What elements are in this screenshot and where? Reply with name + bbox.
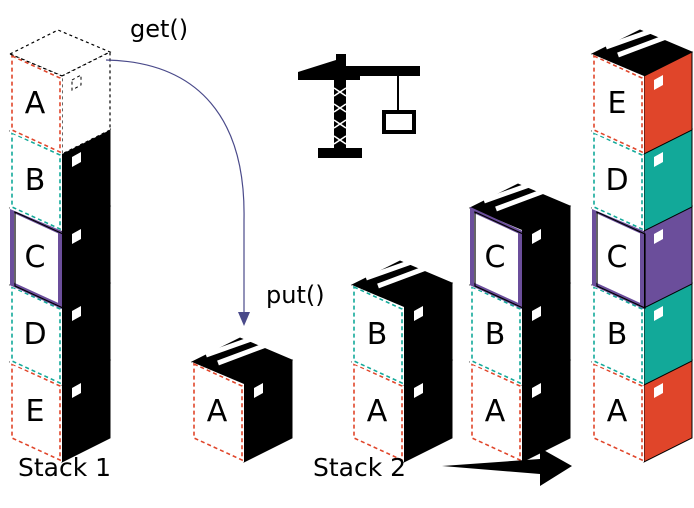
box-letter: C [607,240,628,275]
box-front-border-inner [596,211,646,309]
box-tape [617,34,667,58]
stack-2-label: Stack 2 [313,453,406,482]
box-front-border-inner [474,211,524,309]
box-sticker [532,383,541,398]
box-letter: B [367,317,388,352]
stack-1: E D C B A [8,29,112,463]
box-sticker [72,229,81,244]
box-sticker [532,229,541,244]
box-front-border [593,54,643,154]
box-tape [205,335,255,358]
box-sticker [414,383,423,398]
box-letter: B [25,163,46,198]
box-letter: E [26,394,45,429]
box-front-face [592,131,644,231]
stack-2-final-box-e: E [590,27,694,155]
get-put-arrowhead [238,312,250,326]
crane-icon [298,54,420,158]
box-tape [365,258,415,281]
box-front-face [10,131,62,231]
stack-1-label: Stack 1 [18,453,111,482]
box-letter: A [367,394,388,429]
box-tape [605,27,655,50]
box-front-border [11,285,61,385]
box-front-face [592,208,644,308]
box-letter: D [23,317,46,352]
box-letter: E [608,86,627,121]
box-sticker [72,152,81,167]
box-sticker [72,383,81,398]
stack-2-step-1-box-b: B [350,258,454,386]
box-letter: A [25,86,46,121]
box-front-border [11,362,61,462]
transition-arrow [442,448,572,486]
box-front-face [352,285,404,385]
box-sticker [654,383,663,398]
box-front-border [593,131,643,231]
put-box: A [190,335,294,463]
box-tape [377,265,427,289]
box-tape [483,181,533,204]
box-front-face [352,362,404,462]
box-front-border [353,362,403,462]
box-sticker [654,306,663,321]
box-front-face [10,54,62,154]
box-front-border-inner [14,211,64,309]
box-front-face [10,208,62,308]
box-ghost-edge [9,53,63,77]
box-tape [217,342,267,366]
box-sticker [654,152,663,167]
box-letter: C [485,240,506,275]
box-letter: B [607,317,628,352]
box-front-border [11,54,61,154]
box-front-face [592,285,644,385]
stack-1-box-a: A [8,29,112,155]
box-front-face [10,285,62,385]
stack-2-step-2: A B C [468,181,572,463]
box-sticker [72,306,81,321]
stack-2-final: A B C D E [590,27,694,463]
box-front-face [470,208,522,308]
box-letter: A [607,394,628,429]
box-letter: C [25,240,46,275]
box-front-border [193,362,243,462]
box-sticker [654,229,663,244]
box-front-face [592,362,644,462]
box-sticker [414,306,423,321]
box-sticker [71,74,82,91]
box-sticker [254,383,263,398]
stack-2-step-1: AB [350,258,454,463]
put-box-box-a: A [190,335,294,463]
box-letter: D [605,163,628,198]
box-front-face [10,362,62,462]
box-front-face [470,285,522,385]
box-letter: A [485,394,506,429]
box-front-face [192,362,244,462]
box-letter: A [207,394,228,429]
box-front-border [471,362,521,462]
box-front-face [470,362,522,462]
box-front-border [593,285,643,385]
box-front-border [471,285,521,385]
get-put-arrow [105,59,245,318]
box-sticker [532,306,541,321]
box-sticker [654,75,663,90]
box-front-border [353,285,403,385]
put-label: put() [266,281,325,309]
box-front-border [593,362,643,462]
get-label: get() [130,15,188,43]
box-front-border [11,131,61,231]
stack-2-step-2-box-c: C [468,181,572,310]
box-letter: B [485,317,506,352]
box-front-face [592,54,644,154]
box-tape [495,188,545,212]
